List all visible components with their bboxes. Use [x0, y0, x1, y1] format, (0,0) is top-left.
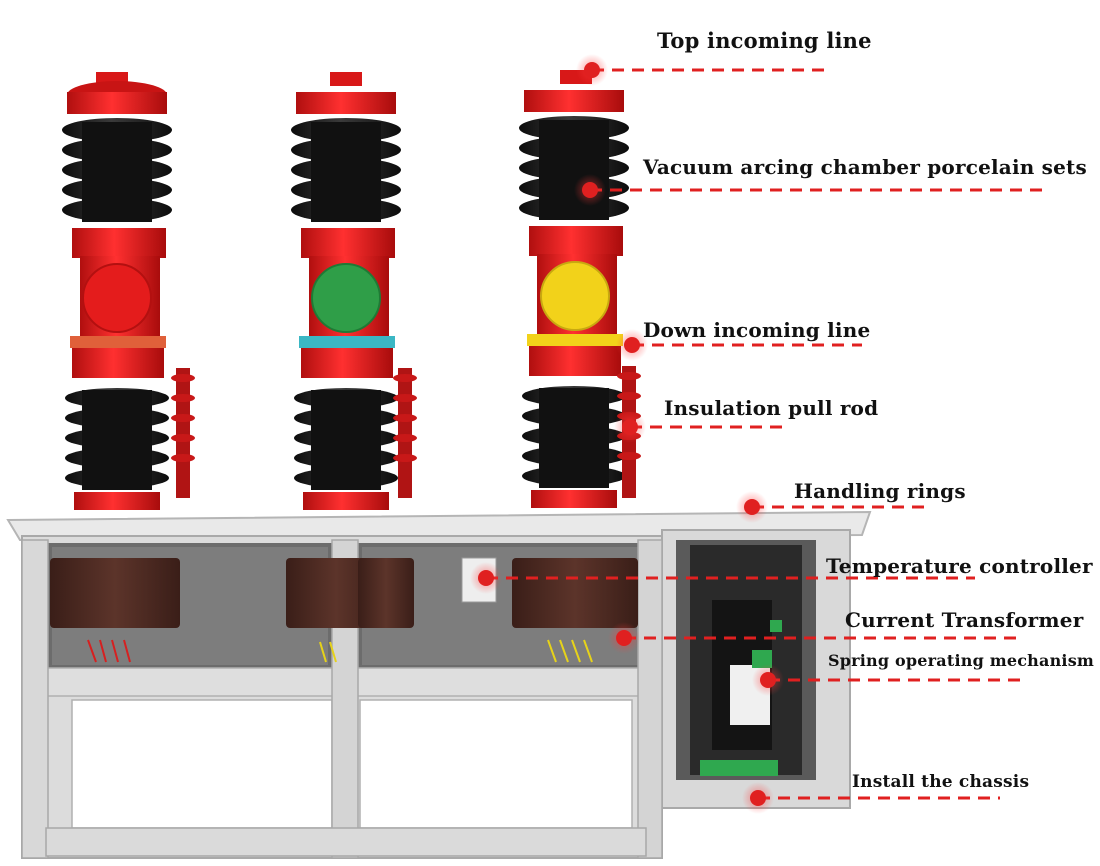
current-transformers — [50, 557, 638, 663]
pole-middle — [291, 72, 417, 510]
label-temperature-controller: Temperature controller — [826, 554, 1093, 578]
marker-chassis — [750, 790, 766, 806]
marker-spring — [760, 672, 776, 688]
label-top-incoming-line: Top incoming line — [657, 28, 872, 53]
pole-right — [519, 70, 641, 508]
label-insulation-pull-rod: Insulation pull rod — [664, 396, 879, 420]
label-spring-mechanism: Spring operating mechanism — [828, 651, 1095, 670]
label-vacuum-chamber: Vacuum arcing chamber porcelain sets — [643, 155, 1087, 179]
marker-temp-controller — [478, 570, 494, 586]
marker-handling-rings — [744, 499, 760, 515]
marker-ct — [616, 630, 632, 646]
label-down-incoming-line: Down incoming line — [643, 318, 871, 342]
callout-markers — [470, 54, 784, 814]
label-install-chassis: Install the chassis — [852, 772, 1030, 792]
label-current-transformer: Current Transformer — [845, 608, 1084, 632]
marker-pull-rod — [622, 419, 638, 435]
marker-top-incoming — [584, 62, 600, 78]
marker-vacuum — [582, 182, 598, 198]
callouts — [486, 68, 1050, 800]
pole-left — [62, 72, 195, 510]
marker-down-incoming — [624, 337, 640, 353]
label-handling-rings: Handling rings — [794, 479, 966, 503]
